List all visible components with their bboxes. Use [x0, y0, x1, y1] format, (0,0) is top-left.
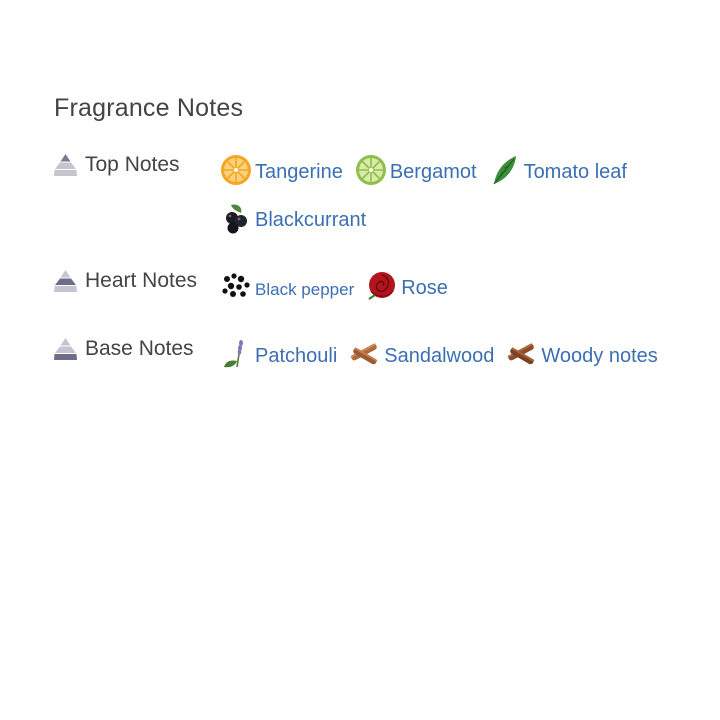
tangerine-icon [221, 155, 251, 185]
heart-notes-list: Black pepper Rose [219, 268, 689, 304]
rose-icon [368, 272, 396, 300]
note-label: Patchouli [255, 344, 338, 367]
note-bergamot[interactable]: Bergamot [354, 152, 477, 188]
note-blackcurrant[interactable]: Blackcurrant [219, 200, 366, 236]
note-black-pepper[interactable]: Black pepper [219, 268, 354, 304]
note-label: Sandalwood [384, 344, 495, 367]
note-patchouli[interactable]: Patchouli [219, 336, 337, 372]
black-pepper-icon [222, 273, 250, 297]
blackcurrant-icon [226, 204, 247, 234]
pyramid-base-icon [54, 338, 77, 360]
note-label: Woody notes [541, 344, 658, 367]
note-label: Tomato leaf [523, 160, 627, 183]
top-notes-row: Top Notes Tangerine [54, 152, 689, 236]
note-sandalwood[interactable]: Sandalwood [348, 336, 494, 372]
note-label: Tangerine [255, 160, 343, 183]
pyramid-heart-icon [54, 270, 77, 292]
patchouli-icon [224, 340, 243, 368]
pyramid-top-icon [54, 154, 77, 176]
note-tomato-leaf[interactable]: Tomato leaf [488, 152, 627, 188]
top-notes-list: Tangerine Bergamot [219, 152, 689, 236]
base-notes-header: Base Notes [54, 336, 219, 362]
section-title: Fragrance Notes [54, 94, 244, 122]
note-rose[interactable]: Rose [365, 268, 448, 304]
bergamot-icon [355, 155, 386, 185]
tomato-leaf-icon [493, 156, 516, 185]
note-label: Bergamot [389, 160, 477, 183]
note-tangerine[interactable]: Tangerine [219, 152, 343, 188]
heart-notes-label: Heart Notes [85, 269, 198, 292]
heart-notes-row: Heart Notes Black [54, 268, 689, 304]
note-woody-notes[interactable]: Woody notes [505, 336, 658, 372]
top-notes-label: Top Notes [85, 153, 180, 176]
note-label: Black pepper [255, 280, 355, 299]
sandalwood-icon [350, 343, 378, 365]
top-notes-header: Top Notes [54, 152, 219, 178]
base-notes-list: Patchouli Sandalwood [219, 336, 689, 372]
base-notes-row: Base Notes Patchouli [54, 336, 689, 372]
woody-notes-icon [508, 343, 535, 365]
note-label: Blackcurrant [255, 208, 367, 231]
heart-notes-header: Heart Notes [54, 268, 219, 294]
note-label: Rose [401, 276, 448, 299]
base-notes-label: Base Notes [85, 337, 194, 360]
